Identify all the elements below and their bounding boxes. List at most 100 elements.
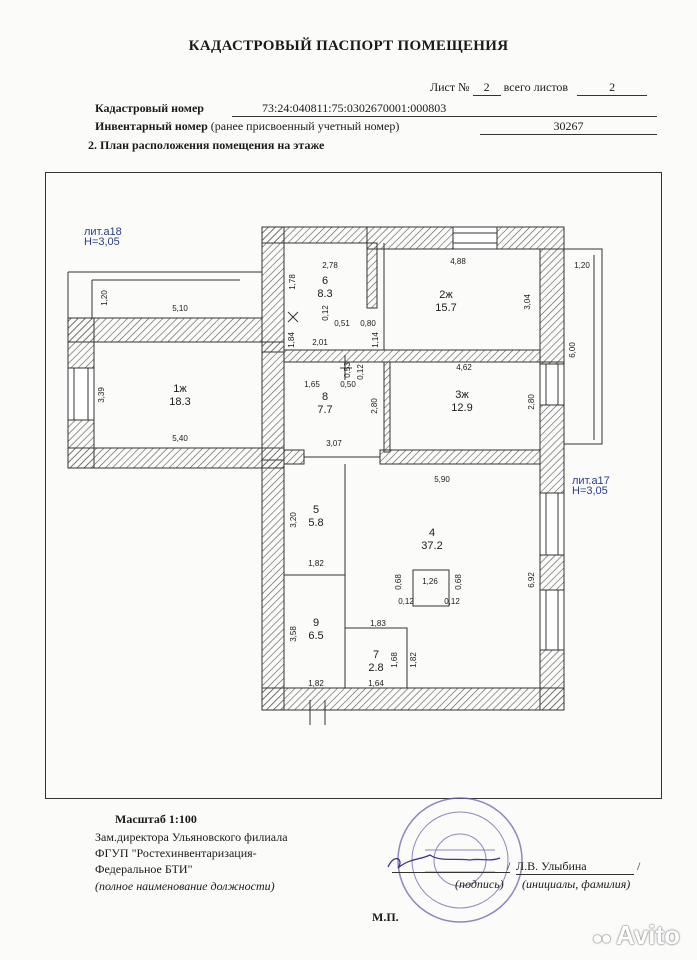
dim-label: 0,12 xyxy=(398,597,414,606)
dim-label: 4,88 xyxy=(450,257,466,266)
signature-note: (подпись) xyxy=(455,877,504,891)
dim-label: 3,20 xyxy=(289,512,298,528)
position-note: (полное наименование должности) xyxy=(95,879,275,893)
wall-interior-h2a xyxy=(283,449,305,465)
room-num: 3ж xyxy=(455,389,469,401)
dim-label: 0,50 xyxy=(340,380,356,389)
room-area: 6.5 xyxy=(308,630,323,642)
total-sheets: 2 xyxy=(577,80,648,96)
dim-label: 1,20 xyxy=(100,290,109,306)
dim-label: 1,83 xyxy=(370,619,386,628)
dim-label: 1,14 xyxy=(371,332,380,348)
wall-interior-h2b xyxy=(379,449,541,465)
h-a17-label: Н=3,05 xyxy=(572,485,608,497)
dim-label: 2,80 xyxy=(370,398,379,414)
cadastral-label: Кадастровый номер xyxy=(95,101,204,115)
room-area: 15.7 xyxy=(435,302,456,314)
room-area: 18.3 xyxy=(169,396,190,408)
dim-label: 0,68 xyxy=(454,574,463,590)
plan-frame xyxy=(45,172,662,799)
room-area: 7.7 xyxy=(317,404,332,416)
dim-label: 3,04 xyxy=(523,294,532,310)
annex-wall-top xyxy=(67,317,263,343)
dim-label: 1,26 xyxy=(422,577,438,586)
annex-wall-bottom xyxy=(67,447,285,469)
room-area: 37.2 xyxy=(421,540,442,552)
wall-bottom xyxy=(261,687,565,711)
dim-label: 5,10 xyxy=(172,304,188,313)
watermark-text: Avito xyxy=(616,920,681,950)
wall-top-right xyxy=(496,226,565,250)
room-num: 4 xyxy=(429,527,435,539)
sheet-info: Лист № 2 всего листов 2 xyxy=(430,80,648,96)
dim-label: 1,78 xyxy=(288,274,297,290)
inventory-label: Инвентарный номер xyxy=(95,119,208,133)
dim-label: 1,65 xyxy=(304,380,320,389)
annex-wall-left-a xyxy=(67,317,95,369)
h-a18-label: Н=3,05 xyxy=(84,236,120,248)
initials-note: (инициалы, фамилия) xyxy=(522,877,631,891)
inventory-number: 30267 xyxy=(480,119,657,135)
dim-label: 6,00 xyxy=(568,342,577,358)
stamp-place-label: М.П. xyxy=(372,910,399,924)
dim-label: 0,12 xyxy=(444,597,460,606)
room-area: 12.9 xyxy=(451,402,472,414)
slash-1: / xyxy=(507,859,511,873)
official-name: Л.В. Улыбина xyxy=(516,859,634,875)
dim-label: 1,20 xyxy=(574,261,590,270)
dim-label: 3,07 xyxy=(326,439,342,448)
dim-label: 5,40 xyxy=(172,434,188,443)
section-title: 2. План расположения помещения на этаже xyxy=(88,138,325,152)
dim-label: 3,58 xyxy=(289,626,298,642)
avito-logo-icon: ●● xyxy=(592,928,612,948)
dim-label: 0,68 xyxy=(394,574,403,590)
wall-top-mid xyxy=(366,226,454,250)
wall-interior-6 xyxy=(366,242,378,309)
dim-label: 1,82 xyxy=(308,559,324,568)
dim-label: 1,84 xyxy=(287,332,296,348)
dim-label: 1,68 xyxy=(390,652,399,668)
dim-label: 2,80 xyxy=(527,394,536,410)
dim-label: 0,53 xyxy=(343,362,352,378)
wall-right-upper xyxy=(539,248,565,365)
dim-label: 0,12 xyxy=(356,364,365,380)
lit-a17-label: лит.а17 xyxy=(572,475,610,487)
dim-label: 1,82 xyxy=(409,652,418,668)
dim-label: 0,12 xyxy=(321,305,330,321)
room-num: 8 xyxy=(322,391,328,403)
position-line-2: ФГУП "Ростехинвентаризация- xyxy=(95,846,257,860)
position-line-1: Зам.директора Ульяновского филиала xyxy=(95,830,288,844)
slash-2: / xyxy=(637,859,641,873)
room-num: 2ж xyxy=(439,289,453,301)
wall-left-lower xyxy=(261,459,285,711)
annex-wall-right xyxy=(261,341,285,469)
avito-watermark: ●● Avito xyxy=(592,920,680,951)
dim-label: 6,92 xyxy=(527,572,536,588)
dim-label: 2,01 xyxy=(312,338,328,347)
dim-label: 5,90 xyxy=(434,475,450,484)
wall-left-upper xyxy=(261,226,285,353)
dim-label: 2,78 xyxy=(322,261,338,270)
room-num: 6 xyxy=(322,275,328,287)
dim-label: 0,80 xyxy=(360,319,376,328)
wall-interior-h1 xyxy=(283,349,541,363)
dim-label: 1,64 xyxy=(368,679,384,688)
wall-interior-v1 xyxy=(383,361,391,453)
inventory-note: (ранее присвоенный учетный номер) xyxy=(210,119,400,133)
room-num: 7 xyxy=(373,649,379,661)
room-num: 5 xyxy=(313,504,319,516)
dim-label: 3,39 xyxy=(97,387,106,403)
lit-a18-label: лит.а18 xyxy=(84,226,122,238)
dim-label: 0,51 xyxy=(334,319,350,328)
dim-label: 1,82 xyxy=(308,679,324,688)
total-label: всего листов xyxy=(503,80,569,94)
sheet-label: Лист № xyxy=(430,80,470,94)
sheet-number: 2 xyxy=(472,80,501,96)
wall-right-mid xyxy=(539,404,565,494)
cadastral-number: 73:24:040811:75:0302670001:000803 xyxy=(232,101,657,117)
signature xyxy=(387,854,501,869)
room-num: 9 xyxy=(313,617,319,629)
room-area: 8.3 xyxy=(317,288,332,300)
room-area: 2.8 xyxy=(368,662,383,674)
